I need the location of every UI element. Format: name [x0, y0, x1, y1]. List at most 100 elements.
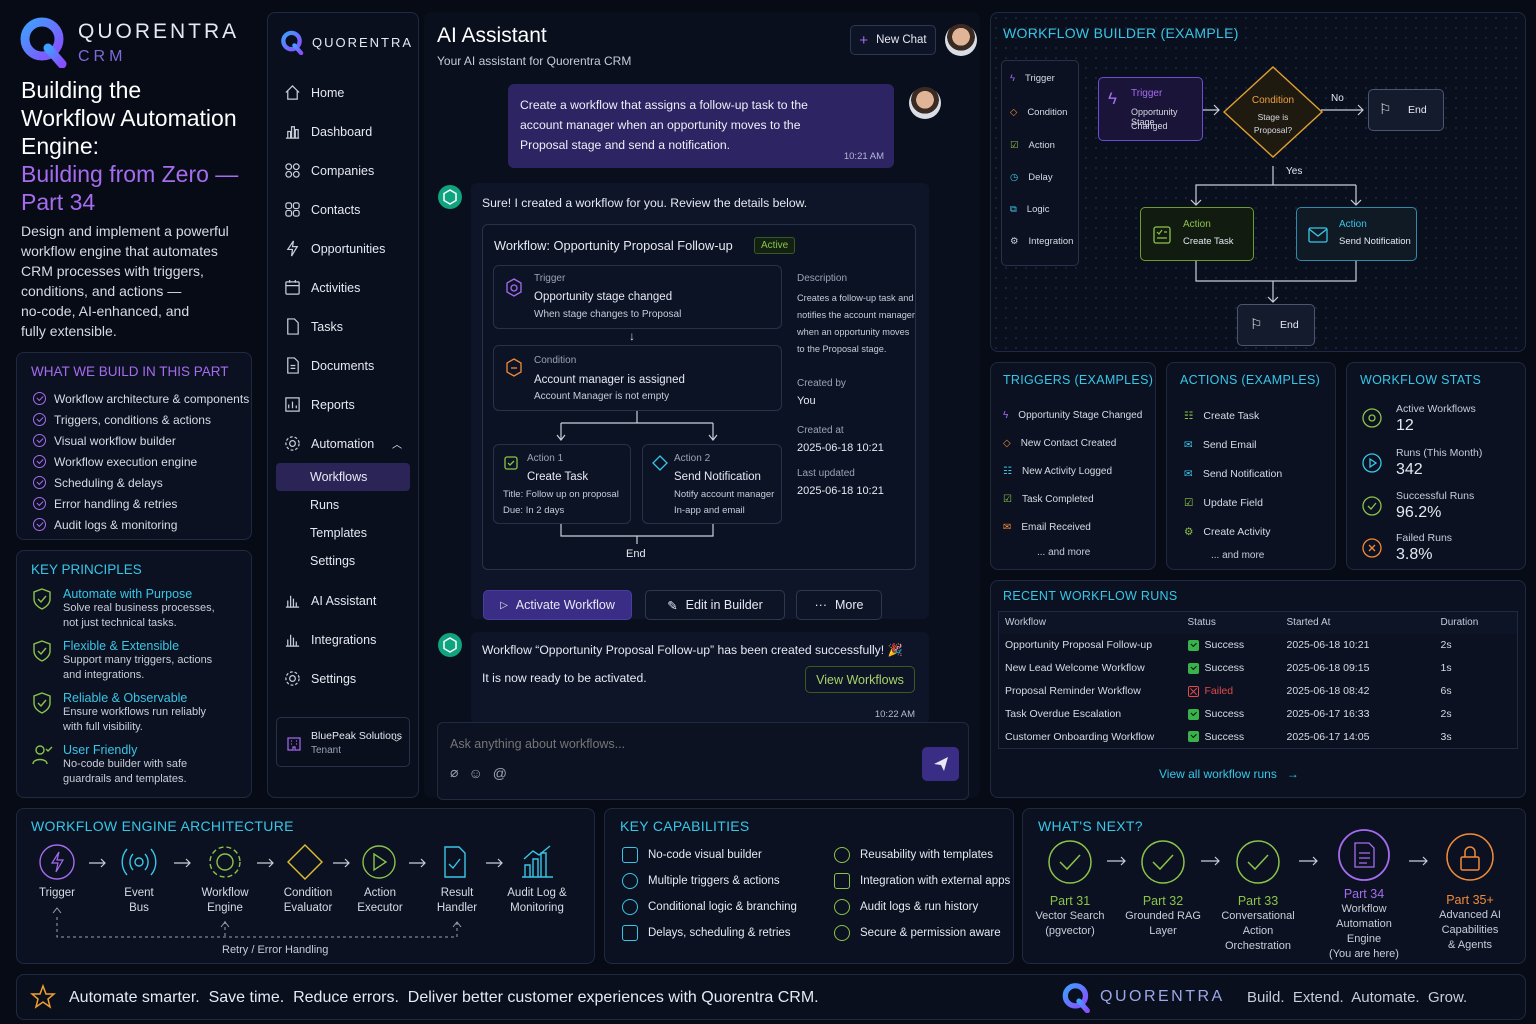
sidebar-item-reports[interactable]: Reports — [268, 385, 418, 424]
sidebar-item-runs[interactable]: Runs — [268, 491, 418, 519]
builder-icon — [622, 847, 638, 863]
sidebar-item-contacts[interactable]: Contacts — [268, 190, 418, 229]
link-label: View all workflow runs — [1159, 767, 1277, 781]
merge-connector — [560, 524, 714, 544]
capability-item: Reusability with templates — [834, 842, 1010, 868]
trigger-item[interactable]: ✉Email Received — [1003, 513, 1142, 541]
capability-label: Secure & permission aware — [860, 927, 1001, 939]
meta-label: Created at — [797, 425, 844, 436]
action-1-step[interactable]: Action 1 Create Task Title: Follow up on… — [493, 444, 631, 524]
end-label: End — [626, 548, 646, 560]
principle-desc: guardrails and templates. — [63, 773, 187, 785]
action-item[interactable]: ⚙Create Activity — [1184, 517, 1282, 546]
integration-icon — [834, 873, 850, 889]
send-button[interactable] — [922, 747, 959, 781]
sidebar-item-label: Home — [311, 85, 345, 100]
chat-input-box[interactable]: ⌀ ☺ @ — [437, 722, 969, 800]
sidebar-item-templates[interactable]: Templates — [268, 519, 418, 547]
list-item: Scheduling & delays — [33, 472, 249, 493]
roadmap-part-desc: Engine — [1346, 933, 1382, 945]
check-square-icon: ☑ — [1010, 139, 1019, 151]
runs-table: Workflow Status Started At Duration Oppo… — [998, 611, 1518, 749]
hero-subtitle: Part 34 — [21, 189, 96, 215]
cell-duration: 2s — [1440, 639, 1452, 651]
cell-duration: 1s — [1440, 662, 1452, 674]
avatar[interactable] — [945, 24, 977, 56]
tenant-switcher[interactable]: BluePeak Solutions Tenant ﹀ — [276, 717, 410, 767]
sidebar-item-workflows[interactable]: Workflows — [276, 463, 410, 491]
column-header[interactable]: Started At — [1286, 617, 1331, 629]
arch-node-label: Condition — [283, 887, 333, 899]
status-text: Success — [1204, 730, 1245, 743]
sidebar-item-dashboard[interactable]: Dashboard — [268, 112, 418, 151]
mention-icon[interactable]: @ — [492, 764, 507, 781]
sidebar-item-documents[interactable]: Documents — [268, 346, 418, 385]
sidebar-item-opportunities[interactable]: Opportunities — [268, 229, 418, 268]
action-item[interactable]: ☷Create Task — [1184, 401, 1282, 430]
trigger-item[interactable]: ☑Task Completed — [1003, 485, 1142, 513]
roadmap-part-label: Part 34 — [1343, 887, 1385, 901]
sidebar-item-tasks[interactable]: Tasks — [268, 307, 418, 346]
palette-delay[interactable]: ◷Delay — [1002, 161, 1078, 193]
palette-action[interactable]: ☑ Action — [1002, 129, 1078, 161]
column-header[interactable]: Duration — [1440, 617, 1479, 629]
button-label: Edit in Builder — [685, 598, 763, 612]
action-2-step[interactable]: Action 2 Send Notification Notify accoun… — [642, 444, 782, 524]
emoji-icon[interactable]: ☺ — [468, 764, 483, 781]
palette-integration[interactable]: ⚙Integration — [1002, 225, 1078, 257]
column-header[interactable]: Status — [1187, 617, 1216, 629]
builder-trigger-node[interactable]: ϟ Trigger Opportunity Stage Changed — [1098, 77, 1203, 141]
workflow-meta: Description Creates a follow-up task and… — [797, 273, 915, 497]
step-title: Opportunity stage changed — [534, 291, 673, 303]
sidebar-item-activities[interactable]: Activities — [268, 268, 418, 307]
view-workflows-button[interactable]: View Workflows — [805, 666, 915, 693]
builder-end-node[interactable]: ⚐ End — [1237, 304, 1315, 346]
palette-label: Action — [1028, 139, 1055, 151]
trigger-item[interactable]: ☷New Activity Logged — [1003, 457, 1142, 485]
new-chat-button[interactable]: +New Chat — [850, 25, 936, 55]
trigger-step[interactable]: Trigger Opportunity stage changed When s… — [493, 265, 782, 329]
builder-action-2-node[interactable]: Action Send Notification — [1296, 207, 1417, 261]
palette-logic[interactable]: ⧉Logic — [1002, 193, 1078, 225]
condition-icon — [506, 358, 522, 377]
trigger-item[interactable]: ◇New Contact Created — [1003, 429, 1142, 457]
column-header[interactable]: Workflow — [1005, 617, 1046, 629]
builder-action-1-node[interactable]: Action Create Task — [1140, 207, 1254, 261]
trigger-item-label: New Contact Created — [1020, 437, 1117, 449]
sidebar-brand[interactable]: QUORENTRA — [280, 29, 413, 55]
builder-end-node[interactable]: ⚐ End — [1368, 89, 1444, 131]
view-all-runs-link[interactable]: View all workflow runs→ — [1159, 767, 1299, 781]
sidebar-item-ai-assistant[interactable]: AI Assistant — [268, 581, 418, 620]
edit-in-builder-button[interactable]: ✎Edit in Builder — [645, 590, 785, 620]
sidebar-item-integrations[interactable]: Integrations — [268, 620, 418, 659]
chat-input[interactable] — [450, 734, 870, 754]
more-button[interactable]: ···More — [796, 590, 882, 620]
palette-label: Trigger — [1025, 72, 1055, 84]
sidebar-item-companies[interactable]: Companies — [268, 151, 418, 190]
sidebar-item-automation[interactable]: Automation︿ — [268, 424, 418, 463]
action-item[interactable]: ✉Send Email — [1184, 430, 1282, 459]
roadmap-part-desc: Vector Search — [1035, 910, 1105, 922]
attach-icon[interactable]: ⌀ — [450, 764, 459, 780]
sidebar-item-home[interactable]: Home — [268, 73, 418, 112]
sidebar-item-auto-settings[interactable]: Settings — [268, 547, 418, 575]
action-item[interactable]: ✉Send Notification — [1184, 459, 1282, 488]
palette-condition[interactable]: ◇Condition — [1002, 95, 1078, 129]
condition-step[interactable]: Condition Account manager is assigned Ac… — [493, 345, 782, 411]
action-item[interactable]: ☑Update Field — [1184, 488, 1282, 517]
builder-condition-node[interactable] — [1221, 65, 1325, 159]
sidebar-item-settings[interactable]: Settings — [268, 659, 418, 698]
activate-workflow-button[interactable]: ▷Activate Workflow — [483, 590, 632, 620]
send-icon — [933, 757, 948, 771]
